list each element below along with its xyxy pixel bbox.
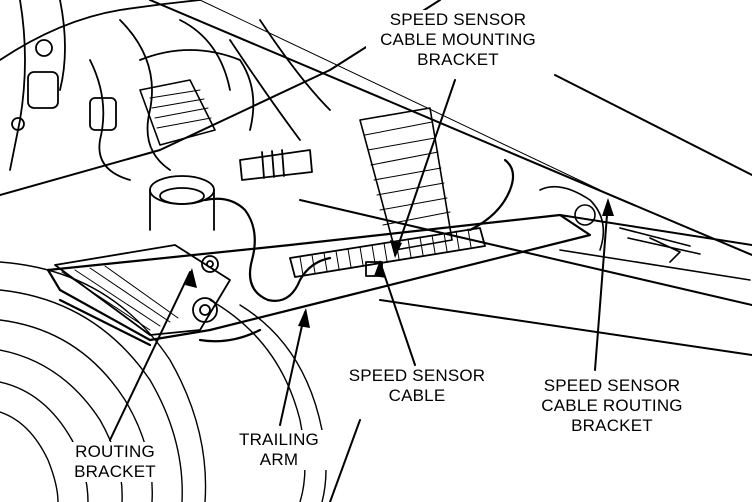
label-line: CABLE MOUNTING: [380, 30, 536, 49]
label-line: CABLE ROUTING: [541, 396, 683, 415]
label-line: BRACKET: [571, 416, 653, 435]
right-components: [539, 185, 751, 281]
cable-sheath: [289, 227, 486, 278]
label-trailing-arm: TRAILING ARM: [222, 430, 336, 470]
trailing-arm: [46, 213, 592, 347]
label-cable-mounting-bracket: SPEED SENSOR CABLE MOUNTING BRACKET: [366, 10, 550, 70]
upper-hatch: [199, 0, 601, 191]
label-line: SPEED SENSOR: [543, 376, 681, 395]
label-line: BRACKET: [417, 50, 499, 69]
engine-components: [0, 0, 331, 181]
label-line: BRACKET: [74, 462, 156, 481]
engine-block-hatch: [139, 79, 216, 146]
speed-sensor-cable-path: [203, 197, 332, 302]
label-line: TRAILING: [238, 430, 319, 449]
label-line: SPEED SENSOR: [389, 10, 527, 29]
leader-lines: [109, 74, 752, 502]
label-line: CABLE: [388, 386, 446, 405]
label-speed-sensor-cable: SPEED SENSOR CABLE: [330, 366, 504, 406]
arrowheads: [185, 198, 614, 328]
label-routing-bracket: ROUTING BRACKET: [58, 442, 172, 482]
label-line: SPEED SENSOR: [348, 366, 486, 385]
routing-bracket-shape: [54, 244, 231, 336]
tire-arcs: [0, 261, 327, 502]
mounting-bracket-hatch: [359, 107, 453, 251]
fitting: [149, 149, 313, 231]
label-cable-routing-bracket: SPEED SENSOR CABLE ROUTING BRACKET: [520, 376, 704, 436]
label-line: ARM: [259, 450, 299, 469]
label-line: ROUTING: [75, 442, 155, 461]
